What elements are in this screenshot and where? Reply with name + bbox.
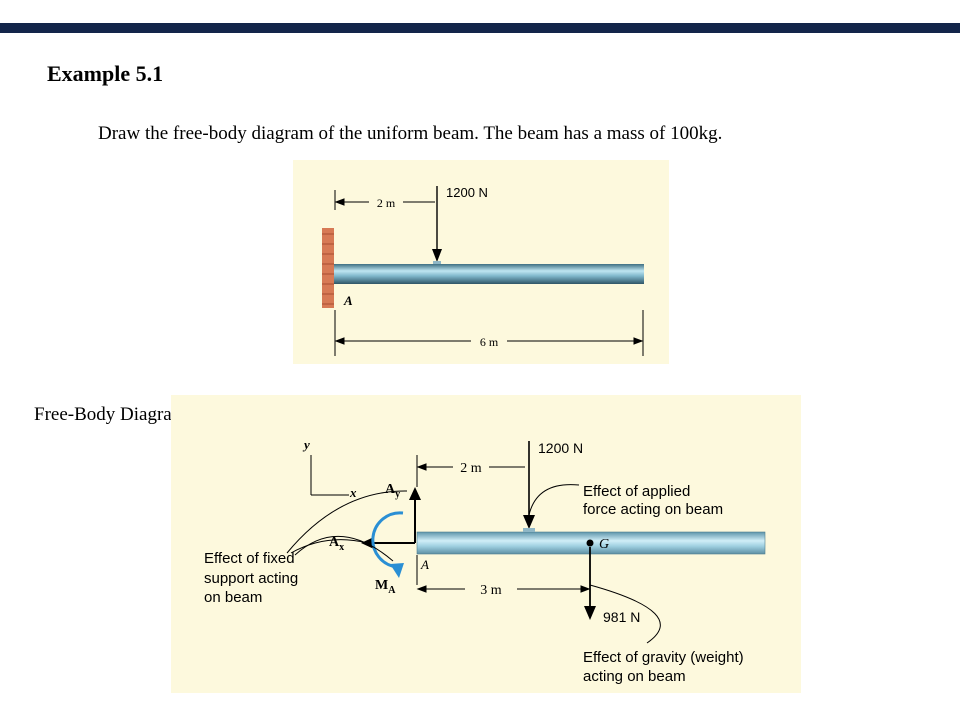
reaction-ay-label: Ay — [385, 482, 400, 500]
reaction-ay-arrow — [409, 487, 421, 543]
fbd-applied-force-arrow — [523, 441, 535, 532]
fbd-dimension-2m-label: 2 m — [460, 461, 482, 476]
applied-note-line2: force acting on beam — [583, 501, 723, 518]
panel-background — [293, 160, 669, 364]
applied-note-leader — [528, 484, 580, 516]
reaction-ax-label: Ax — [329, 535, 344, 553]
fbd-dimension-3m — [416, 585, 591, 593]
support-note-line2: support acting — [204, 570, 298, 587]
reaction-ma-label: MA — [375, 578, 396, 596]
centroid-label: G — [599, 537, 609, 552]
free-body-diagram: y x Ay Ax MA A 2 m 1200 N Effect of appl… — [171, 395, 801, 693]
applied-note-line1: Effect of applied — [583, 483, 690, 500]
centroid-point — [586, 539, 594, 547]
support-note-leaders — [286, 490, 408, 562]
force-label: 1200 N — [446, 185, 488, 200]
fbd-caption: Free-Body Diagram — [34, 404, 187, 425]
dimension-6m — [334, 310, 644, 356]
beam — [334, 264, 644, 284]
axis-y-label: y — [302, 437, 310, 452]
gravity-note-line2: acting on beam — [583, 668, 686, 685]
reaction-moment-arrow — [371, 511, 404, 578]
support-note-line1: Effect of fixed — [204, 550, 295, 567]
axis-x-label: x — [349, 485, 357, 500]
dimension-6m-label: 6 m — [480, 335, 499, 349]
problem-statement: Draw the free-body diagram of the unifor… — [98, 123, 723, 144]
fbd-dimension-3m-label: 3 m — [480, 583, 502, 598]
fbd-force-label: 1200 N — [538, 440, 583, 456]
dimension-2m-label: 2 m — [377, 196, 396, 210]
given-beam-figure: 2 m 1200 N A 6 m — [293, 160, 669, 364]
applied-force-arrow — [432, 186, 442, 264]
support-note-line3: on beam — [204, 589, 262, 606]
support-label-a: A — [343, 293, 353, 308]
gravity-note-line1: Effect of gravity (weight) — [583, 649, 744, 666]
slide-title: Example 5.1 — [47, 61, 164, 86]
weight-arrow — [584, 547, 596, 620]
gravity-note-leader — [589, 584, 661, 644]
fbd-dimension-2m — [416, 455, 525, 487]
top-bar — [0, 23, 960, 33]
weight-label: 981 N — [603, 609, 640, 625]
coordinate-axes — [310, 455, 349, 496]
fixed-wall-support — [322, 228, 334, 308]
point-a-label: A — [420, 557, 429, 572]
